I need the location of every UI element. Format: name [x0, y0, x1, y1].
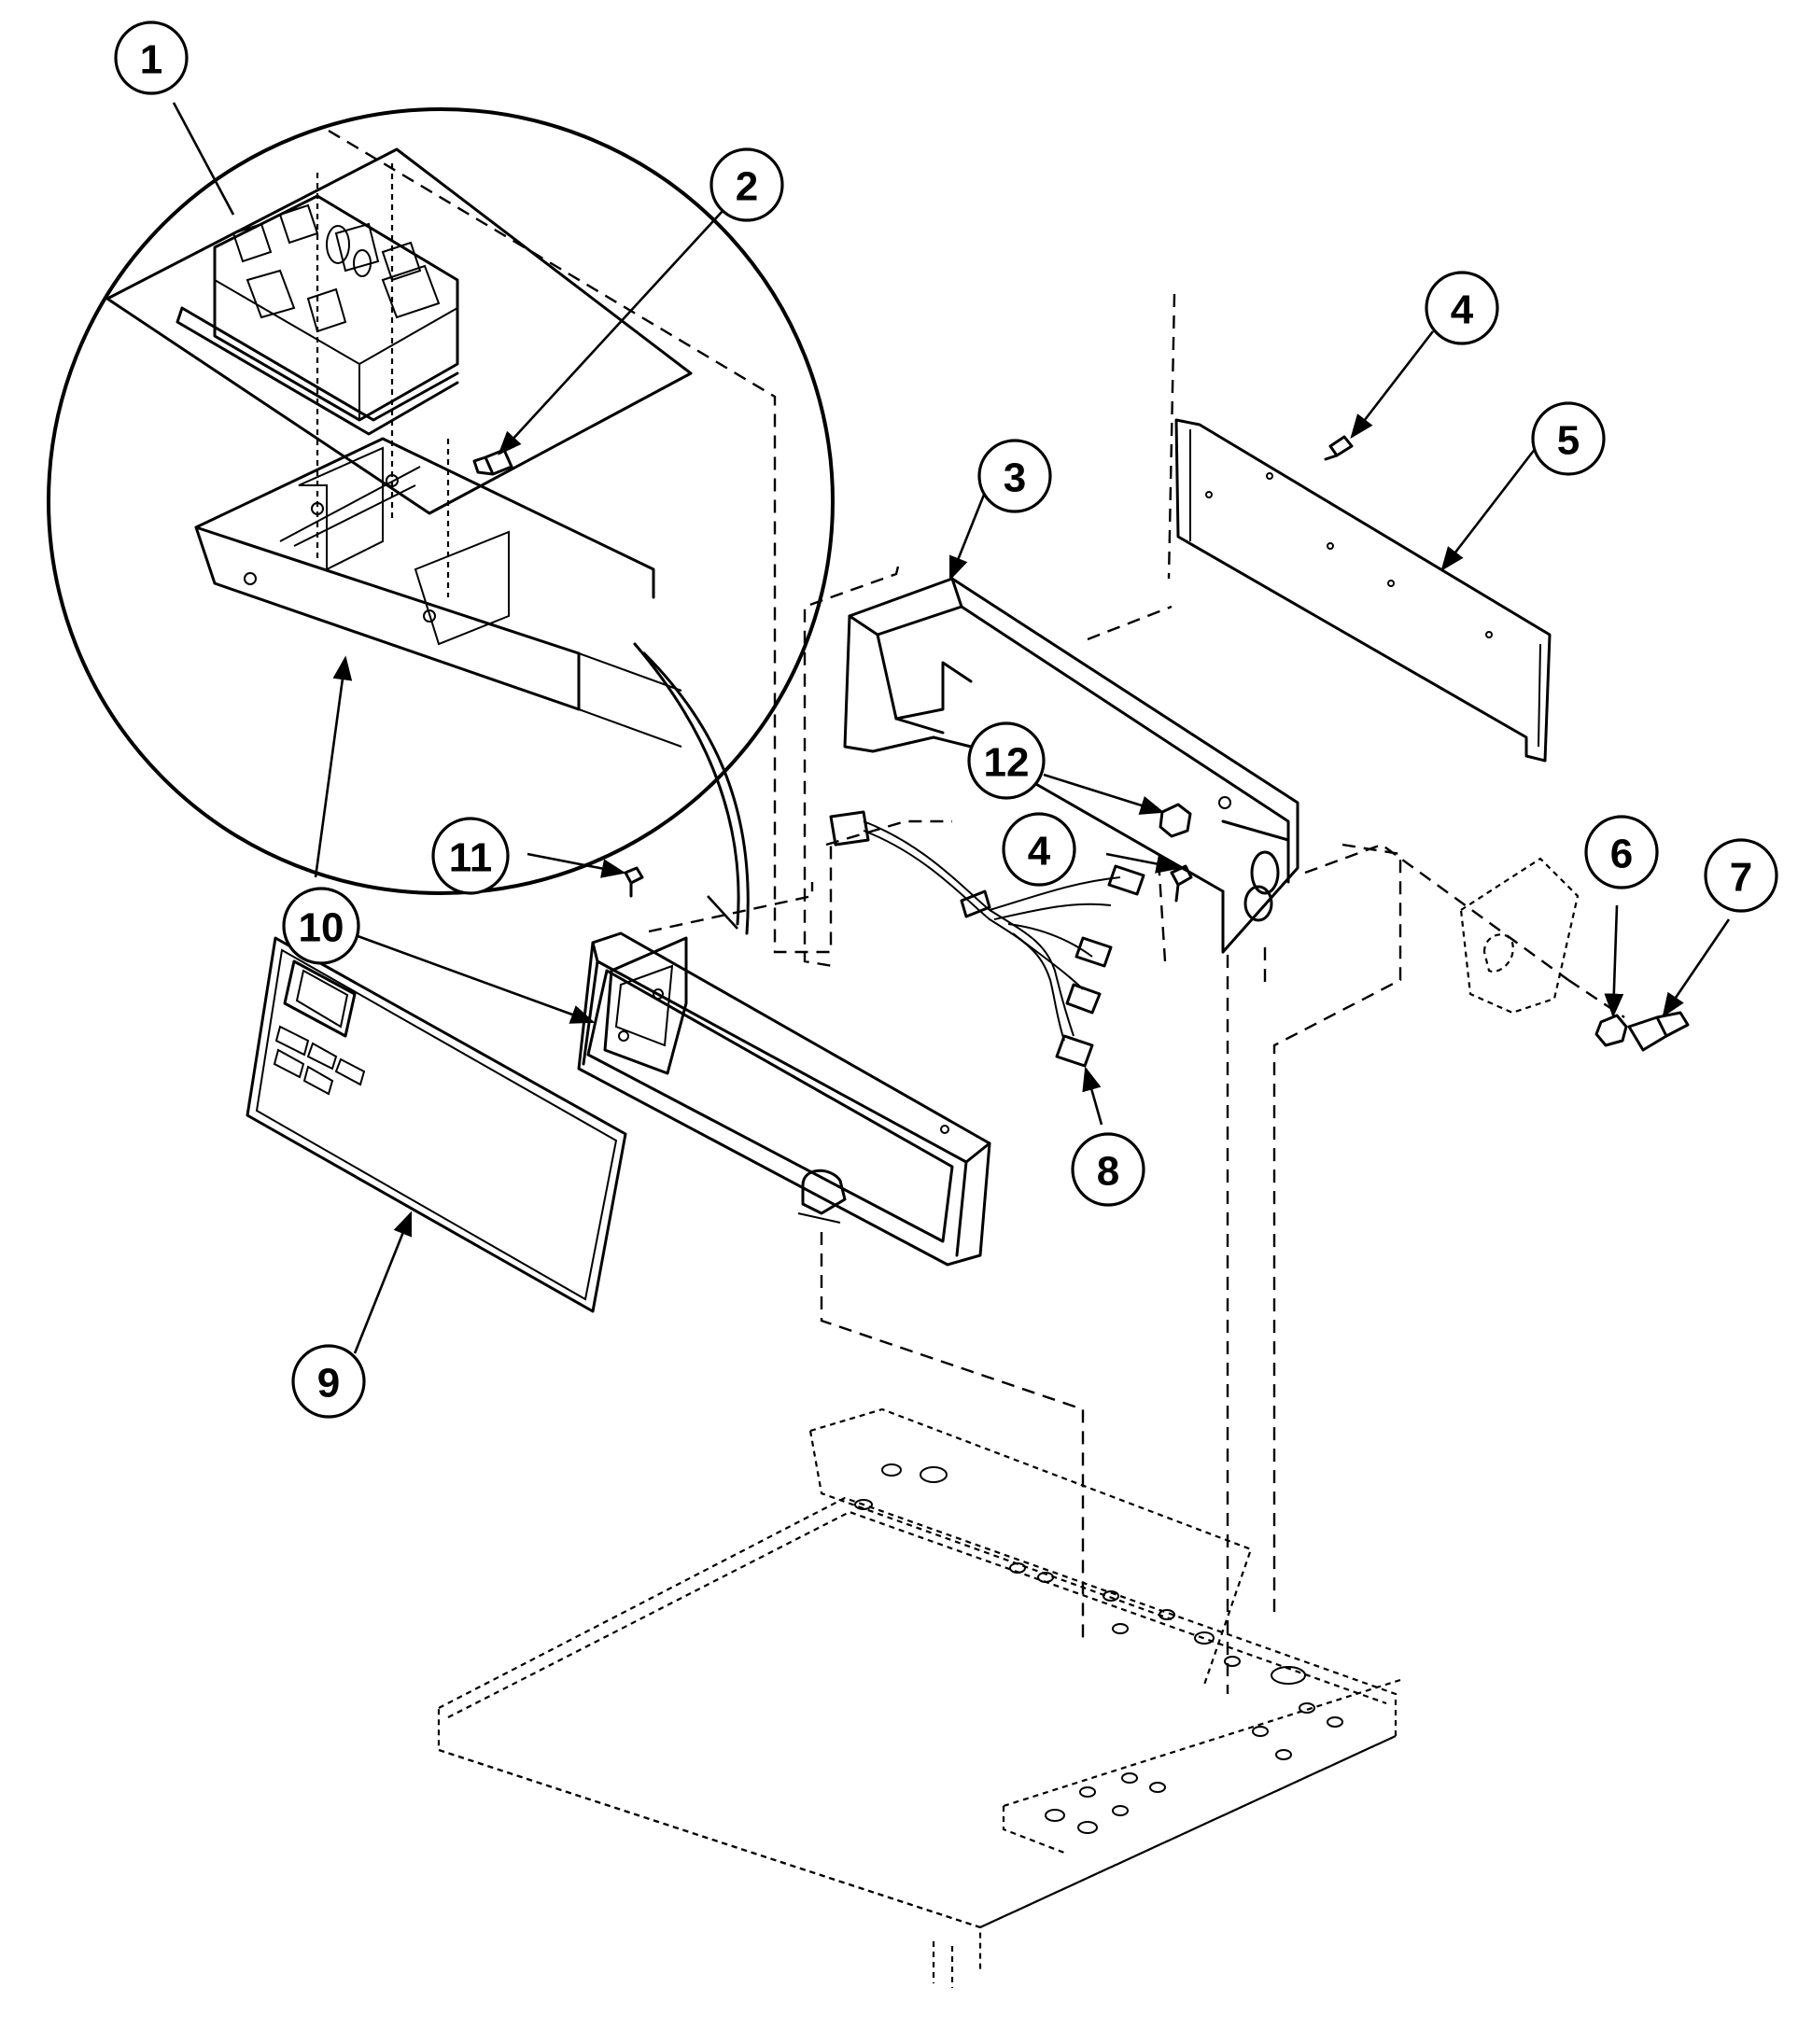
wire-harness [829, 810, 1193, 1068]
callout-4-lower: 4 [1002, 812, 1076, 887]
callout-9-label: 9 [317, 1361, 340, 1407]
callout-8-label: 8 [1097, 1149, 1119, 1195]
callout-7-label: 7 [1730, 855, 1752, 901]
console-frame [843, 577, 1299, 954]
callout-9: 9 [291, 1344, 366, 1419]
callout-1-label: 1 [140, 37, 162, 83]
bracket-and-hardware [1459, 857, 1690, 1052]
callout-3: 3 [977, 439, 1052, 513]
rear-panel [1174, 418, 1552, 763]
callout-11-label: 11 [449, 835, 493, 881]
callout-8: 8 [1071, 1132, 1145, 1207]
top-cover-outline [437, 1407, 1401, 1988]
callout-10: 10 [282, 887, 360, 965]
console-panel [577, 866, 991, 1267]
callout-3-label: 3 [1004, 455, 1026, 501]
leader-lines [172, 102, 1731, 1354]
callout-10-label: 10 [299, 905, 344, 951]
callout-6-label: 6 [1610, 832, 1633, 877]
callout-12: 12 [967, 721, 1046, 800]
callout-1: 1 [114, 21, 189, 95]
assembly-guide-lines [328, 129, 1625, 1694]
callout-11: 11 [431, 817, 510, 895]
callout-12-label: 12 [984, 740, 1030, 786]
callout-6: 6 [1584, 815, 1659, 889]
callout-4-lower-label: 4 [1028, 829, 1051, 875]
callout-2: 2 [709, 147, 784, 222]
console-overlay [246, 936, 627, 1313]
callout-5-label: 5 [1557, 418, 1580, 464]
callout-4-upper-label: 4 [1451, 287, 1474, 333]
callout-2-label: 2 [736, 164, 758, 210]
callout-7: 7 [1704, 838, 1778, 913]
callout-4-upper: 4 [1425, 271, 1499, 345]
callout-5: 5 [1531, 401, 1606, 476]
detail-magnified-circle [47, 107, 835, 935]
